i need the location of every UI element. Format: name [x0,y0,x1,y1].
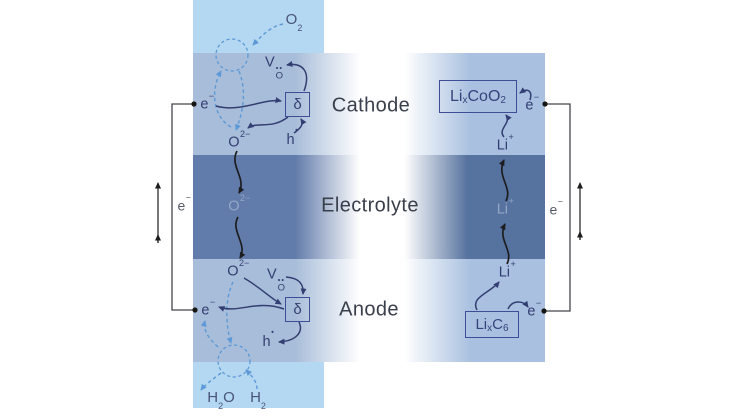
water-label: H2O [207,389,235,411]
arrow-reaction-site-to-electron-anode [200,320,219,348]
arrow-hole-to-delta-cathode [293,118,307,134]
left-circuit-wire [171,103,195,311]
right-circuit-wire [544,103,571,312]
oxygen-gas-label: O2 [285,11,303,33]
wire-contact-dot [541,308,547,314]
wire-contact-dot [192,307,198,313]
arrow-oxide-ion-to-reaction-site-anode [226,281,234,344]
arrow-electron-to-delta-cathode [215,97,282,109]
oxygen-vacancy-label-cathode: V••O [264,54,284,81]
cathode-band [193,53,545,155]
reaction-site-circle-cathode [215,38,249,72]
arrow-delta-to-hole-anode [278,321,301,345]
arrow-vacancy-to-delta-anode [285,276,307,295]
cathode-label: Cathode [331,94,411,117]
electron-label-battery-anode: e− [527,297,542,320]
arrow-lixc6-to-li [474,281,500,311]
electron-label-cathode: e− [200,90,215,113]
anode-label: Anode [339,298,399,321]
arrow-reaction-site-to-oxide-ion [235,70,245,131]
wire-contact-dot [191,101,197,107]
arrow-oxide-ion-into-electrolyte [234,150,245,194]
electron-label-anode: e− [201,296,216,319]
arrow-delta-to-vacancy-cathode [286,61,308,92]
delta-box-anode: δ [285,297,310,322]
electron-label-left-wire: e− [177,192,192,214]
oxygen-vacancy-label-anode: V••O [266,266,286,293]
hole-label-anode: h• [262,327,274,351]
electron-label-right-wire: e− [549,196,564,218]
arrow-lixc6-to-electron [507,300,529,310]
arrow-oxide-ion-to-delta-anode [243,277,282,305]
arrow-electron-to-reaction-site-cathode [214,70,232,128]
anode-band [193,259,545,362]
arrow-li-into-electrolyte [499,223,510,265]
hole-label-cathode: h• [286,125,298,149]
arrow-delta-to-electron-anode [218,304,285,312]
arrow-li-to-lixcoo2 [501,114,512,138]
arrow-h2-to-reaction-site [245,369,258,390]
electron-label-battery-cathode: e− [525,91,540,114]
hydrogen-gas-label: H2 [250,389,266,411]
wire-contact-dot [542,101,548,107]
electrolyte-label: Electrolyte [321,194,419,217]
delta-box-cathode: δ [285,92,310,117]
arrow-reaction-site-to-h2o [200,372,222,391]
oxide-ion-label-anode: O2− [227,257,250,280]
oxide-ion-label-cathode: O2− [228,128,251,151]
arrow-electron-to-lixcoo2 [519,87,532,101]
lithium-ion-label-electrolyte: Li+ [496,195,514,218]
arrow-oxide-ion-to-anode [235,216,246,259]
electrolyte-band [193,155,545,259]
arrow-delta-to-oxide-ion-cathode [247,116,289,129]
lithium-ion-label-cathode: Li+ [496,131,514,154]
arrow-li-to-cathode [498,159,509,202]
oxide-ion-label-electrolyte: O2− [228,192,251,215]
lithium-ion-label-anode: Li+ [498,258,516,281]
reaction-site-circle-anode [217,344,251,378]
arrow-o2-to-reaction-site [252,23,284,46]
